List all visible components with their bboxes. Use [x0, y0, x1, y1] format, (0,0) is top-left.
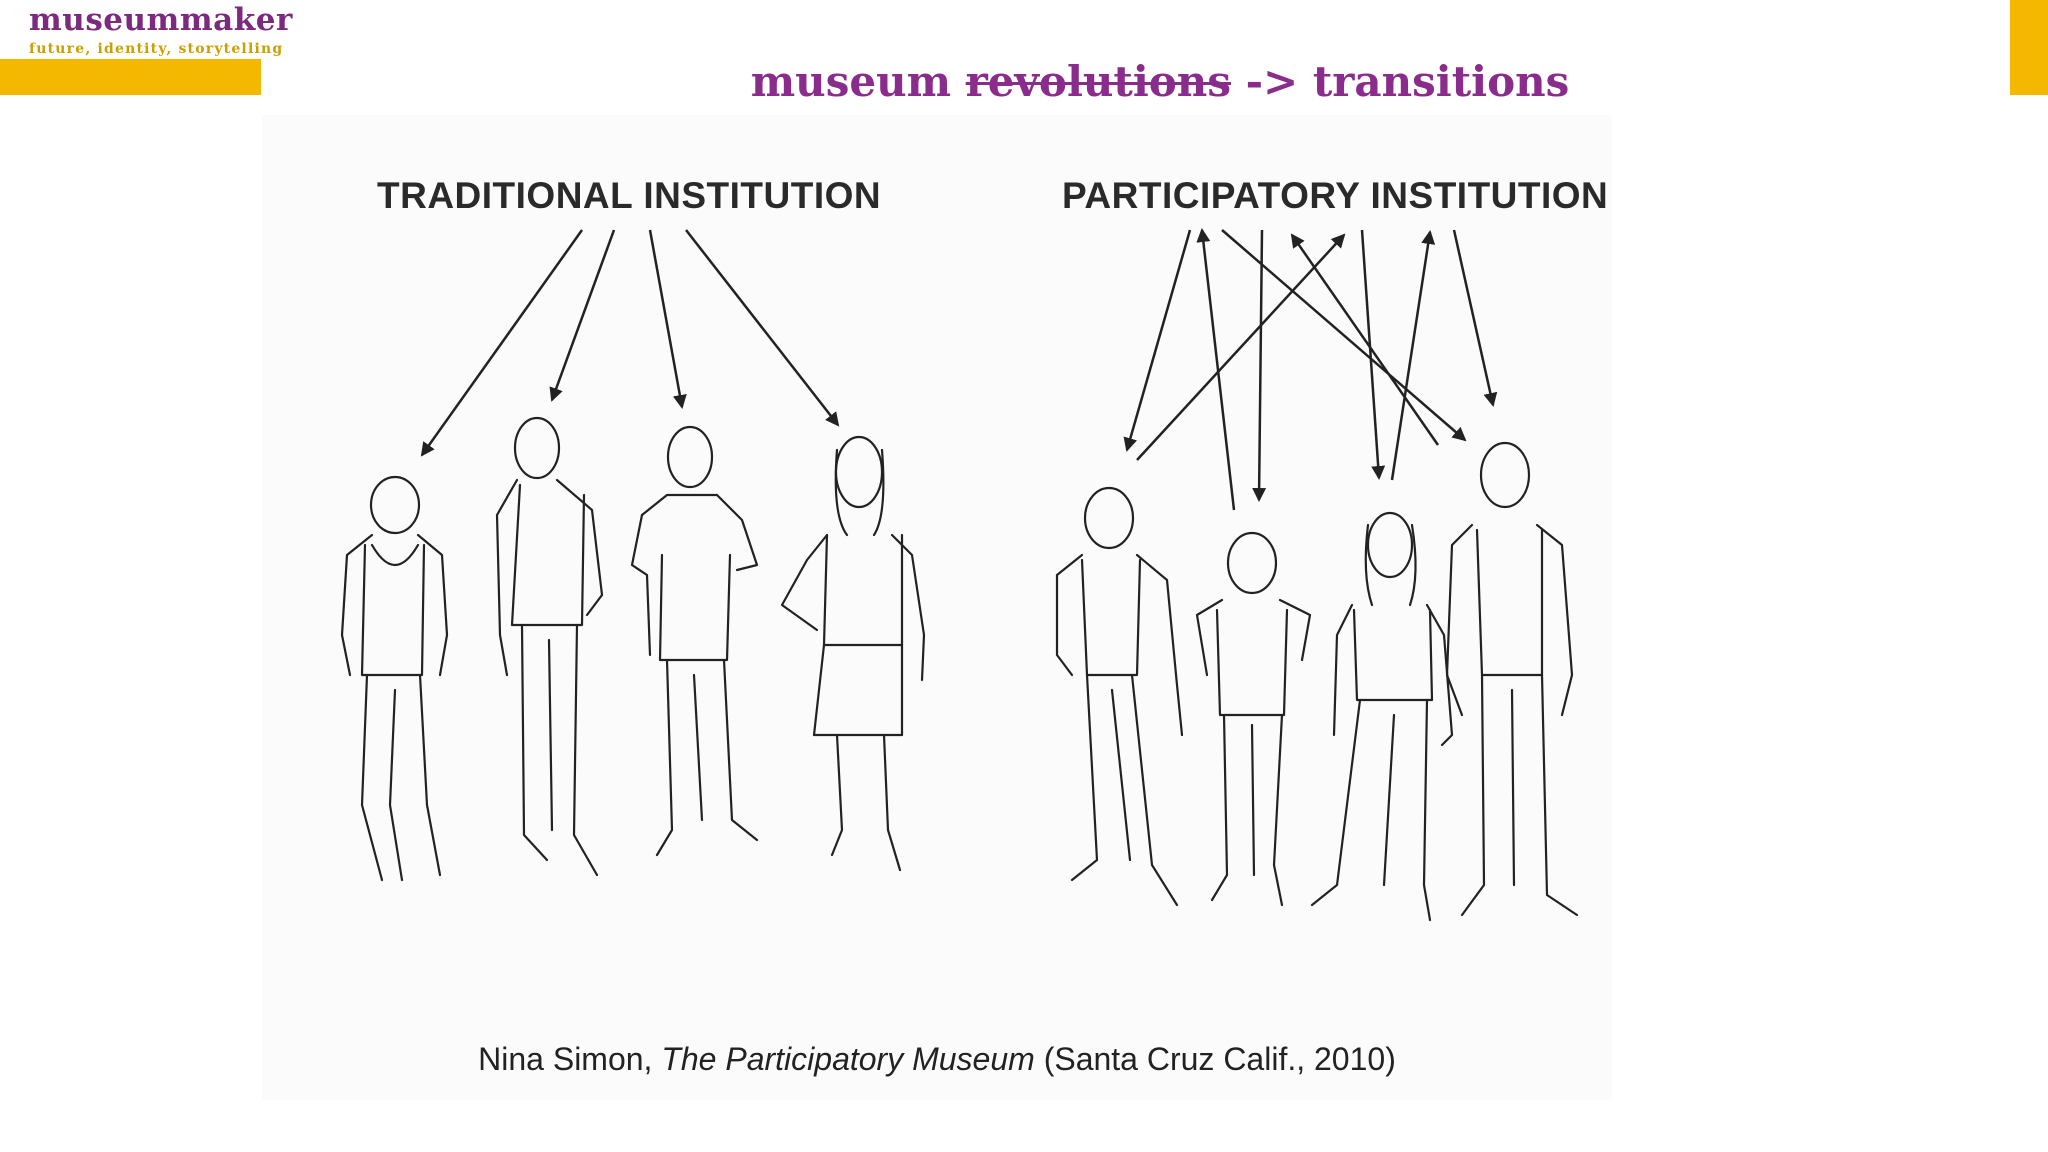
participatory-arrows: [1123, 228, 1498, 511]
participatory-people: [1055, 441, 1579, 922]
traditional-people: [340, 416, 926, 882]
logo-wordmark: museummaker: [29, 2, 293, 38]
person-3: [630, 425, 759, 857]
logo-tagline: future, identity, storytelling: [29, 41, 284, 57]
accent-bar-right: [2010, 0, 2048, 95]
illustration: TRADITIONAL INSTITUTION PARTICIPATORY IN…: [262, 115, 1612, 1100]
person-7: [1310, 511, 1454, 922]
person-6: [1195, 531, 1312, 907]
accent-bar-left: [0, 59, 261, 95]
title-struck-word: revolutions: [965, 57, 1231, 106]
person-2: [495, 416, 604, 877]
caption-details: (Santa Cruz Calif., 2010): [1034, 1041, 1396, 1077]
traditional-institution-label: TRADITIONAL INSTITUTION: [377, 175, 881, 216]
participatory-institution-label: PARTICIPATORY INSTITUTION: [1062, 175, 1608, 216]
logo: museummaker future, identity, storytelli…: [29, 2, 299, 62]
image-caption: Nina Simon, The Participatory Museum (Sa…: [262, 1039, 1612, 1079]
person-1: [340, 475, 449, 882]
person-4: [780, 435, 926, 872]
traditional-arrows: [420, 229, 840, 457]
person-8: [1445, 441, 1579, 917]
title-part-1: museum: [750, 57, 966, 106]
caption-book-title: The Participatory Museum: [661, 1041, 1035, 1077]
title-part-2: -> transitions: [1230, 57, 1570, 106]
illustration-drawing: TRADITIONAL INSTITUTION PARTICIPATORY IN…: [340, 175, 1608, 922]
person-5: [1055, 486, 1184, 907]
caption-author: Nina Simon,: [478, 1041, 662, 1077]
slide-title: museum revolutions -> transitions: [700, 54, 1620, 110]
